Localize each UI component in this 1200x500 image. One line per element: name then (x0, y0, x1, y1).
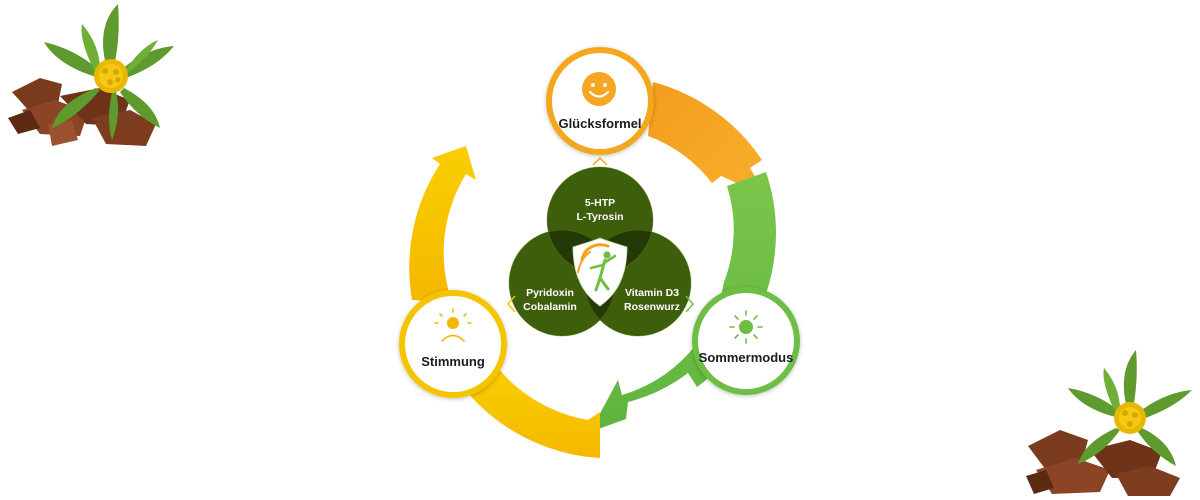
yellow-flower (94, 59, 128, 93)
arrow-yellow-lower (462, 368, 600, 458)
venn-diagram: 5-HTP L-Tyrosin Pyridoxin Cobalamin Vita… (508, 166, 692, 337)
venn-label-top-line1: 5-HTP (585, 197, 615, 209)
venn-label-left-line1: Pyridoxin (526, 287, 574, 299)
venn-label-top-line2: L-Tyrosin (576, 211, 623, 223)
node-label-left: Stimmung (421, 354, 485, 369)
venn-label-right-line2: Rosenwurz (624, 301, 680, 313)
node-label-right: Sommermodus (699, 350, 794, 365)
chevron-up-icon (592, 156, 608, 166)
plant-leaves (1068, 350, 1192, 466)
node-stimmung (399, 290, 507, 398)
arrow-orange (648, 82, 768, 198)
venn-label-right-line1: Vitamin D3 (625, 287, 679, 299)
venn-label-left-line2: Cobalamin (523, 301, 577, 313)
chevron-right-icon (685, 295, 694, 313)
node-label-top: Glücksformel (558, 116, 641, 131)
yellow-flower (1114, 402, 1146, 434)
arrow-yellow-upper (409, 146, 476, 302)
chevron-left-icon (507, 295, 516, 313)
sunrise-icon (434, 308, 472, 342)
cycle-arrows (409, 82, 776, 458)
rhodiola-plant-bottom-right (1026, 350, 1192, 496)
bark-pieces (8, 78, 156, 146)
shield-person-logo (572, 237, 628, 307)
bark-pieces (1026, 430, 1180, 496)
plant-leaves (44, 4, 174, 140)
rhodiola-plant-top-left (8, 4, 174, 146)
pointer-chevrons (507, 156, 694, 313)
sun-icon (729, 310, 763, 344)
smiley-face-icon (582, 72, 616, 106)
